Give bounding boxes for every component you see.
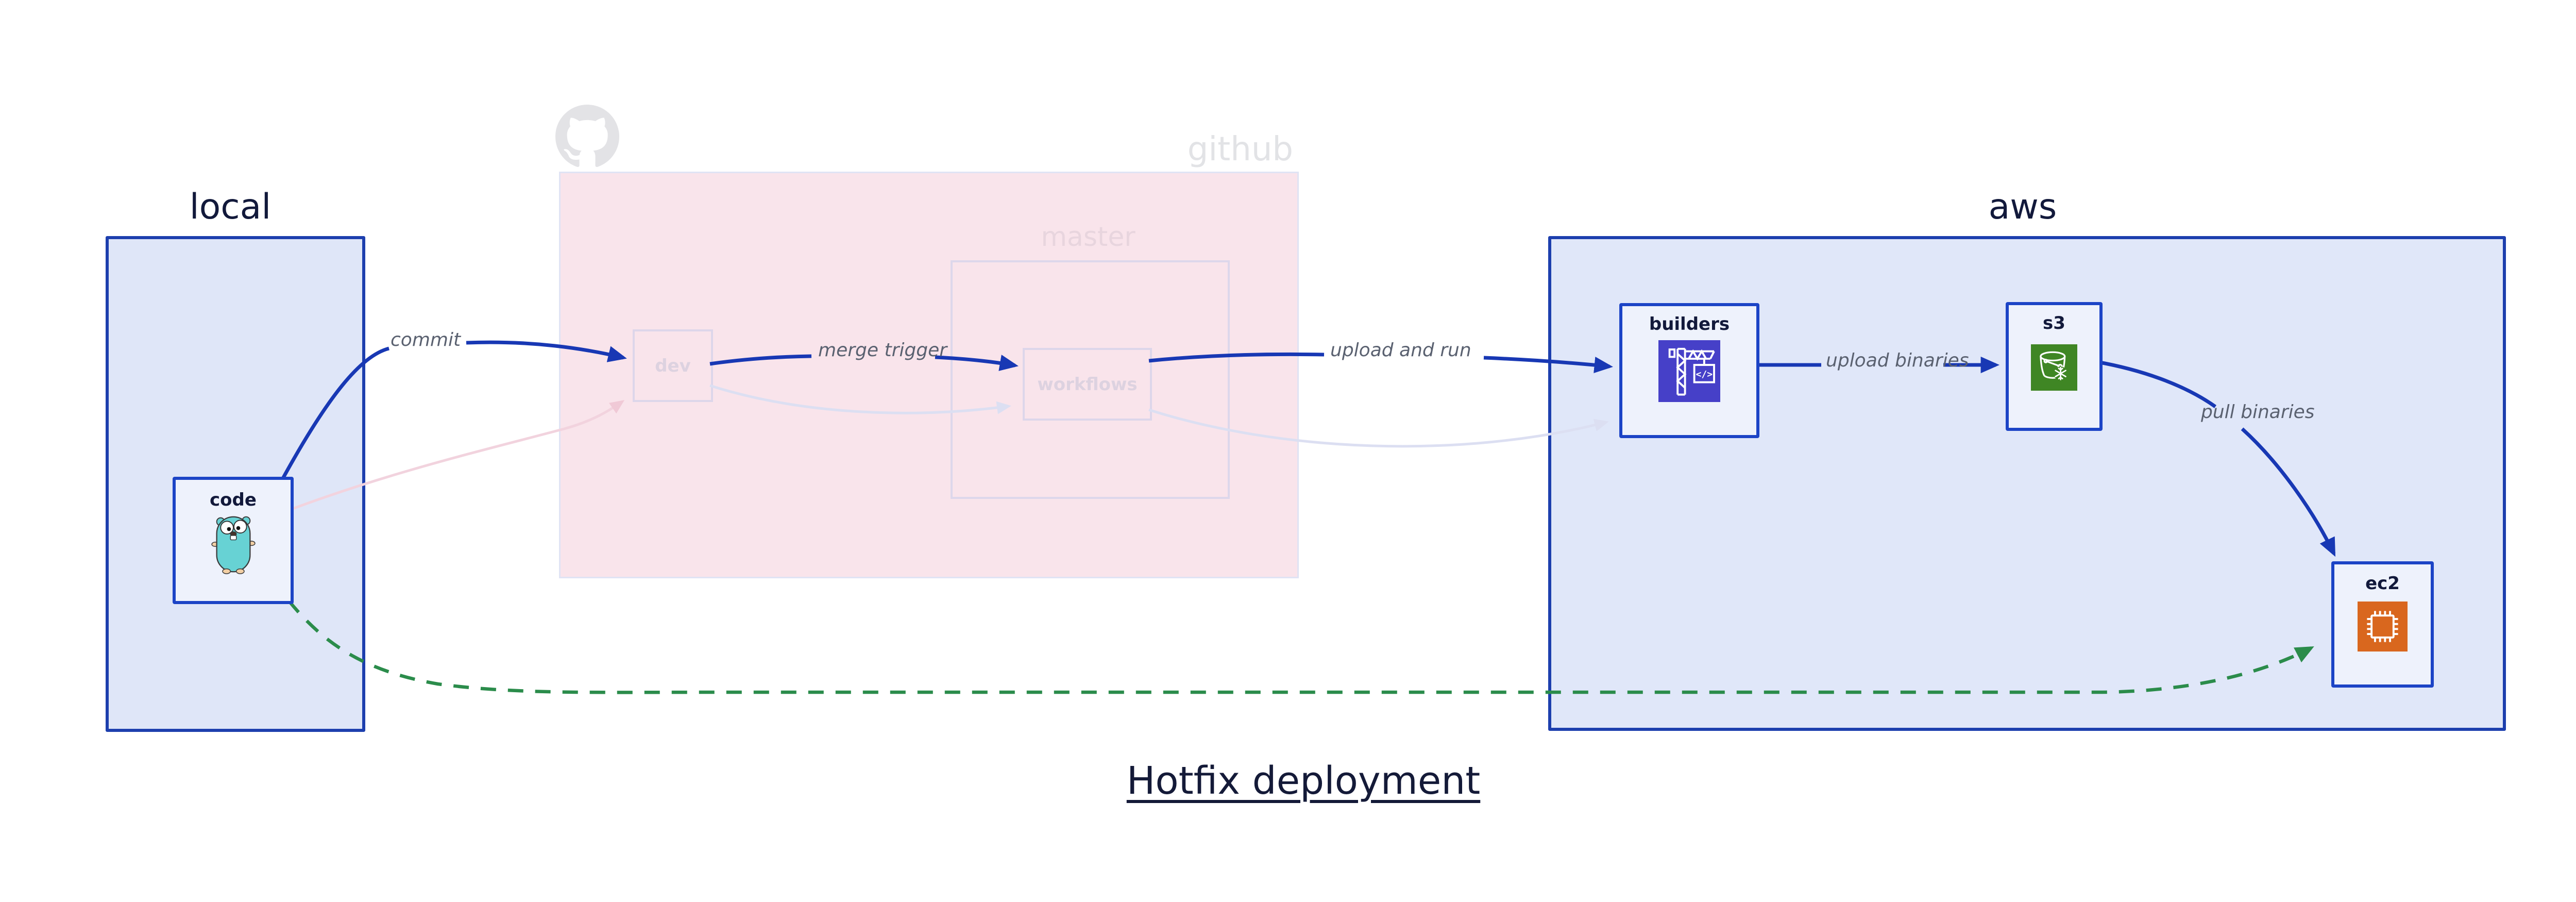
node-code-label: code	[210, 490, 257, 510]
node-workflows-label: workflows	[1037, 374, 1138, 395]
local-group-label: local	[189, 187, 272, 227]
node-builders: builders </>	[1619, 303, 1759, 438]
master-branch-box	[951, 260, 1230, 499]
node-builders-label: builders	[1649, 314, 1730, 335]
aws-ec2-icon	[2358, 602, 2408, 652]
github-group-box	[559, 172, 1299, 578]
master-branch-label: master	[1041, 222, 1136, 253]
node-workflows: workflows	[1023, 348, 1152, 421]
aws-codebuild-icon: </>	[1658, 340, 1720, 402]
node-ec2: ec2	[2331, 561, 2434, 688]
diagram-title: Hotfix deployment	[1126, 759, 1481, 803]
aws-group-label: aws	[1988, 187, 2057, 227]
edge-label-merge-trigger: merge trigger	[818, 340, 947, 361]
github-octocat-icon	[555, 105, 619, 167]
go-gopher-icon	[211, 516, 256, 574]
edge-label-pull-binaries: pull binaries	[2201, 402, 2315, 423]
edge-label-upload-and-run: upload and run	[1330, 340, 1471, 361]
svg-text:</>: </>	[1696, 369, 1713, 380]
edge-label-commit: commit	[391, 329, 461, 350]
edge-label-upload-binaries: upload binaries	[1826, 350, 1969, 371]
node-code: code	[173, 477, 294, 604]
aws-s3-glacier-icon	[2031, 344, 2077, 391]
node-s3: s3	[2006, 302, 2103, 431]
node-dev-label: dev	[655, 355, 691, 376]
node-ec2-label: ec2	[2365, 573, 2400, 594]
node-s3-label: s3	[2043, 313, 2065, 333]
github-group-label: github	[1187, 130, 1293, 169]
node-dev: dev	[633, 329, 713, 402]
